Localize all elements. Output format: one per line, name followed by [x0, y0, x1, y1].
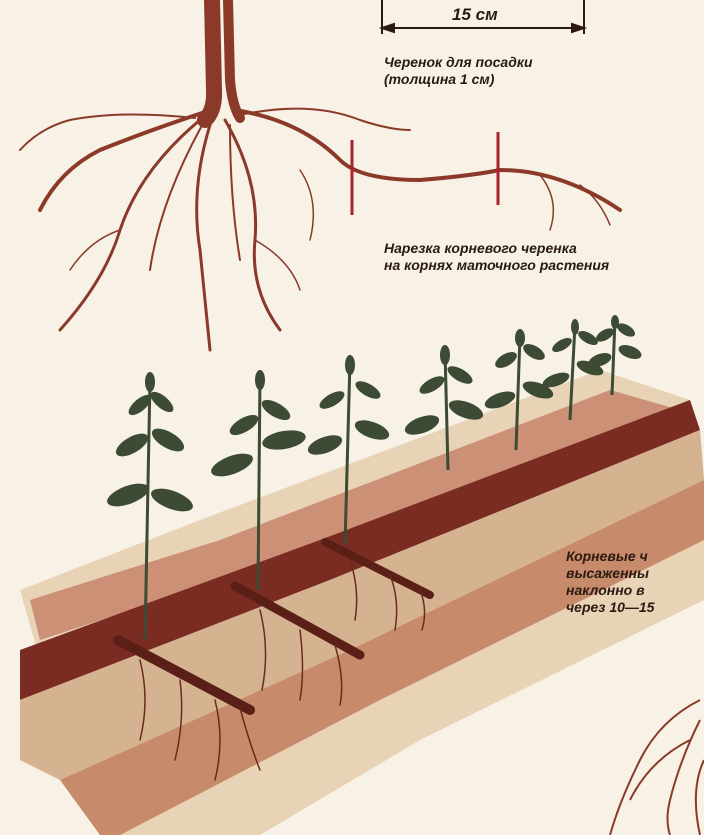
planted-caption-line1: Корневые ч — [566, 548, 654, 565]
planted-caption-line3: наклонно в — [566, 582, 654, 599]
root-cutting-caption: Нарезка корневого черенка на корнях мато… — [384, 240, 609, 274]
planted-caption-line4: через 10—15 — [566, 599, 654, 616]
dimension-label: 15 см — [452, 6, 498, 23]
cutting-caption-line1: Черенок для посадки — [384, 54, 533, 71]
root-cutting-caption-line2: на корнях маточного растения — [384, 257, 609, 274]
partial-root-cluster — [610, 700, 704, 835]
cutting-caption-line2: (толщина 1 см) — [384, 71, 533, 88]
cutting-caption: Черенок для посадки (толщина 1 см) — [384, 54, 533, 88]
root-cutting-caption-line1: Нарезка корневого черенка — [384, 240, 609, 257]
planted-caption-line2: высаженны — [566, 565, 654, 582]
planted-caption: Корневые ч высаженны наклонно в через 10… — [566, 548, 654, 616]
mother-plant-roots — [20, 0, 620, 350]
